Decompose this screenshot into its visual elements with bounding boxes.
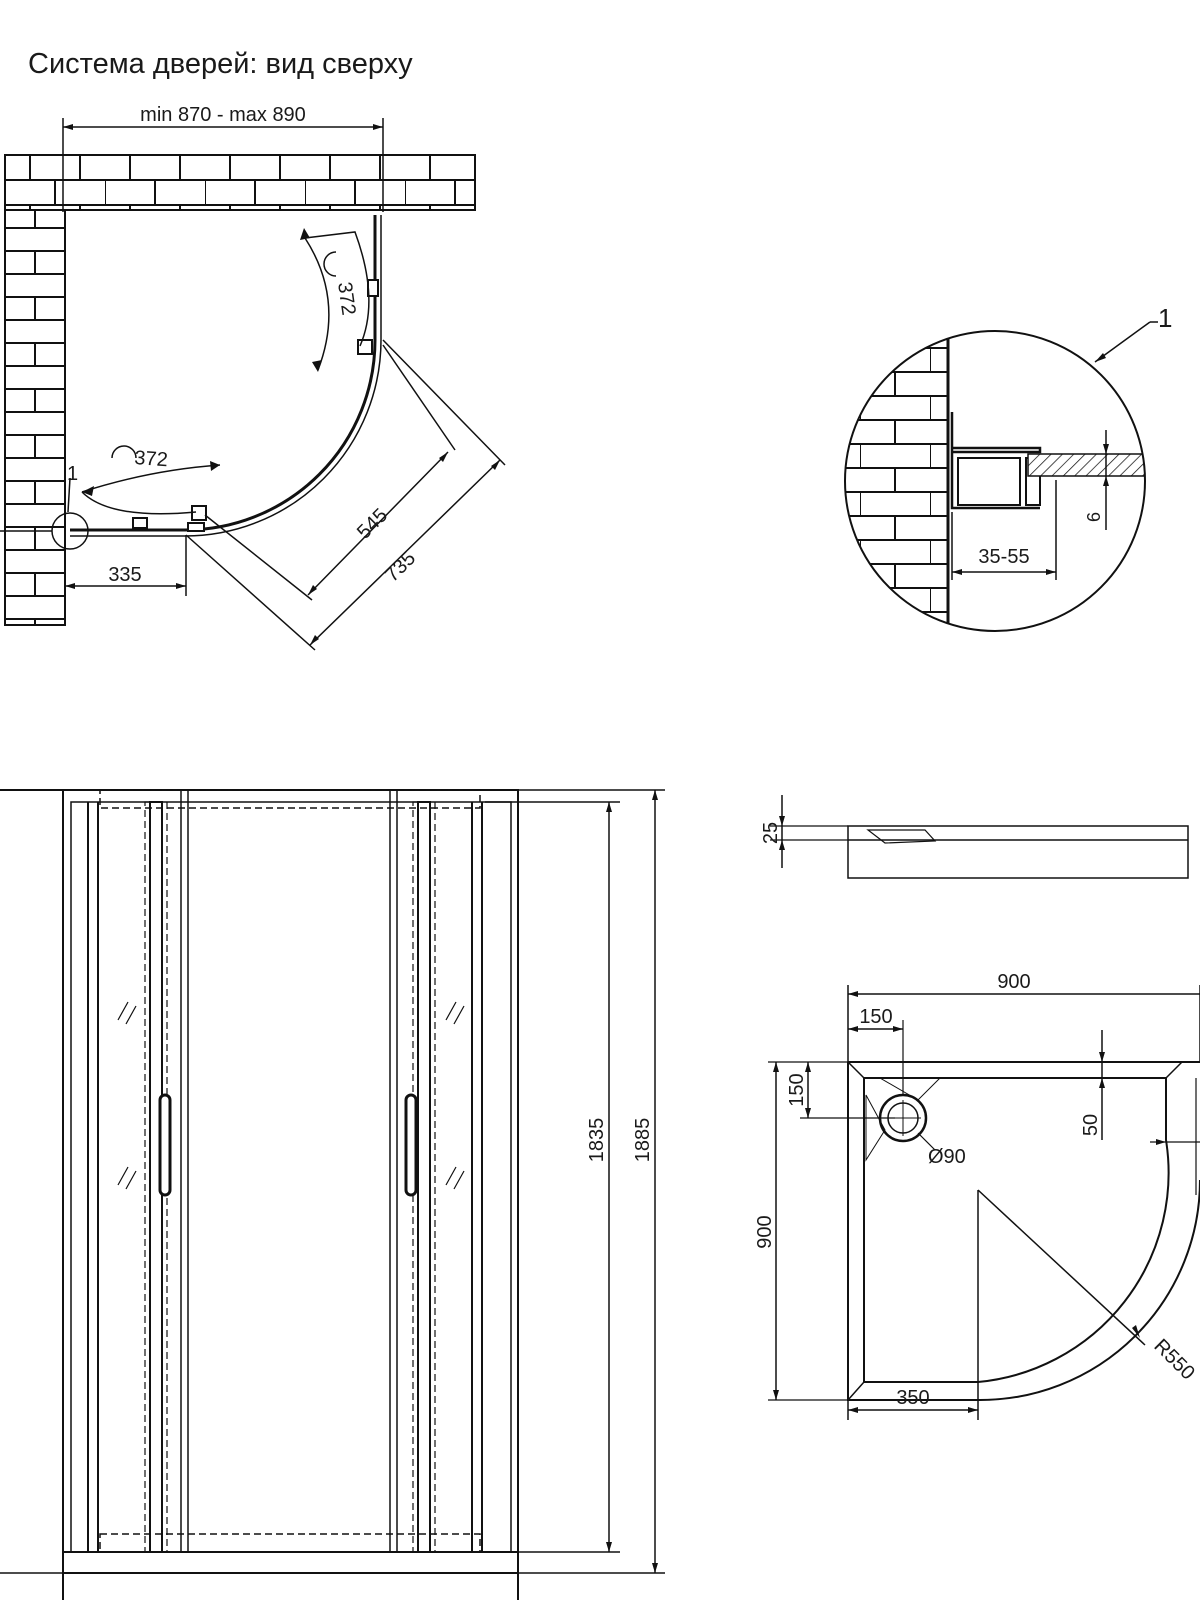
tray-side-view: 25 [760,795,1189,879]
profile-width-label: 35-55 [978,546,1029,568]
glass-mark-icon [117,1166,137,1190]
detail-marker-label: 1 [67,463,78,485]
front-view: 1835 1885 [0,789,665,1600]
height-1835-label: 1835 [586,1118,608,1163]
dimension-335-label: 335 [108,564,141,586]
radius-dimension [977,1189,1146,1346]
tray-inner [863,1077,1170,1383]
tray-base [62,1572,519,1600]
top-view: min 870 - max 890 372 372 1 3 [0,104,506,651]
tray-height-label: 25 [760,822,782,844]
detail-circle [844,330,1146,632]
drain-offset-x-label: 150 [859,1006,892,1028]
rotation-icon [323,251,337,277]
glass-mark-icon [117,1001,137,1025]
tray-side-outline [847,825,1189,879]
door-arc-right-label: 372 [333,281,359,317]
door-swing-left [81,464,221,493]
hinge-block [367,279,379,297]
glass-mark-icon [445,1166,465,1190]
door-handle-left [158,1093,172,1197]
door-swing-right [304,237,330,371]
detail-view-1: 35-55 6 1 [844,303,1172,632]
tray-depth-label: 900 [754,1215,776,1248]
glass-thickness-label: 6 [1084,512,1104,522]
page-title: Система дверей: вид сверху [28,48,413,80]
straight-part-label: 350 [896,1387,929,1409]
dimension-545-line [307,451,449,596]
dimension-735-label: 735 [381,547,420,586]
tray-outline [847,1061,1200,1402]
tray-plan-view: Ø90 900 150 150 900 50 35 [754,971,1200,1420]
tray-width-label: 900 [997,971,1030,993]
door-profile [417,801,431,1553]
top-wall [4,154,476,211]
door-arc-left-label: 372 [134,447,169,471]
drain-diameter-label: Ø90 [928,1146,966,1168]
hinge-block [132,517,148,529]
glass-mark-icon [445,1001,465,1025]
left-wall [4,209,66,626]
height-1885-label: 1885 [632,1118,654,1163]
dimension-735-line [309,459,501,646]
hinge-block [191,505,207,521]
wall-profile [950,412,1042,510]
detail-label: 1 [1158,303,1172,333]
dimension-545-label: 545 [353,504,392,543]
hinge-block [357,339,373,355]
door-handle-right [404,1093,418,1197]
glass-section [1027,453,1145,477]
drain-offset-y-label: 150 [786,1073,808,1106]
radius-label: R550 [1149,1335,1198,1384]
rim-label: 50 [1080,1114,1102,1136]
rotation-icon [111,445,137,459]
front-frame [62,789,519,1574]
width-range-label: min 870 - max 890 [140,104,306,126]
